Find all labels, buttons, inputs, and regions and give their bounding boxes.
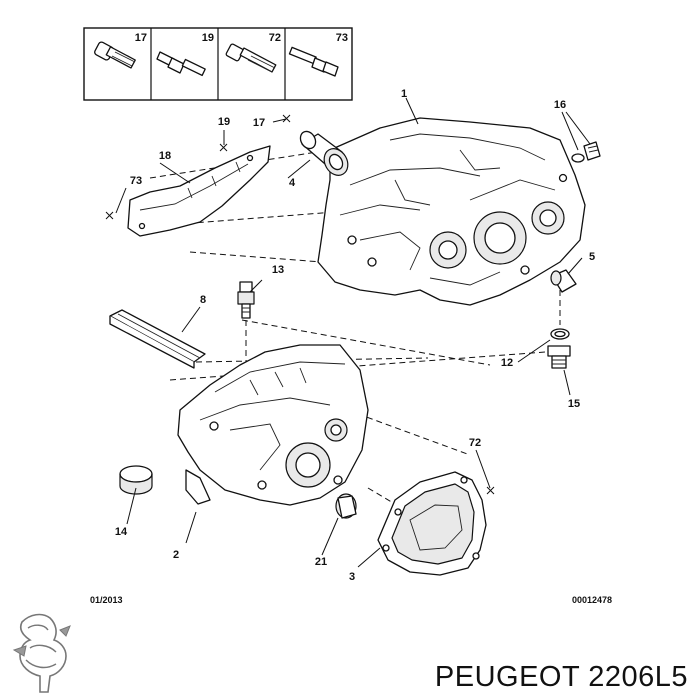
part-2-clutch-housing [177,344,369,506]
part-number-caption: PEUGEOT 2206L5 [435,661,688,693]
legend-label-19: 19 [202,32,214,44]
callout-72: 72 [469,437,481,449]
part-1-gearbox-housing [317,117,586,306]
part-15-drain-plug [547,345,571,369]
date-code: 01/2013 [90,595,123,605]
fastener-legend-box: 17 19 72 73 [83,27,353,101]
part-16-plug-ring [571,141,601,163]
bolt-17-icon [94,41,136,69]
part-21-oil-seal [335,493,357,519]
part-5-sensor [550,269,577,293]
peugeot-lion-logo [12,613,71,693]
callout-18: 18 [159,150,171,162]
callout-1: 1 [401,88,407,100]
part-8-selector-rail [109,309,206,369]
callout-8: 8 [200,294,206,306]
bolt-19-icon [156,51,206,77]
part-14-cap [119,465,153,495]
callout-numbers: 1 2 3 4 5 8 12 13 14 15 16 17 18 19 21 7… [115,88,595,583]
callout-4: 4 [289,177,296,189]
callout-13: 13 [272,264,284,276]
bolt-72-icon [225,43,277,73]
callout-12: 12 [501,357,513,369]
leader-lines [115,97,591,568]
reference-code: 00012478 [572,595,612,605]
part-3-housing-cover [377,471,487,576]
callout-21: 21 [315,556,327,568]
callout-14: 14 [115,526,128,538]
callout-19: 19 [218,116,230,128]
callout-15: 15 [568,398,580,410]
part-12-washer [550,328,570,340]
callout-3: 3 [349,571,355,583]
part-13-reverse-switch [237,281,255,319]
callout-73: 73 [130,175,142,187]
callout-16: 16 [554,99,566,111]
legend-label-73: 73 [336,32,348,44]
callout-17: 17 [253,117,265,129]
callout-2: 2 [173,549,179,561]
legend-label-72: 72 [269,32,281,44]
legend-label-17: 17 [135,32,147,44]
bolt-73-icon [288,46,339,77]
part-4-seal-tube [299,130,349,176]
part-18-bracket-plate [127,145,271,237]
fastener-markers [105,114,495,495]
callout-5: 5 [589,251,595,263]
